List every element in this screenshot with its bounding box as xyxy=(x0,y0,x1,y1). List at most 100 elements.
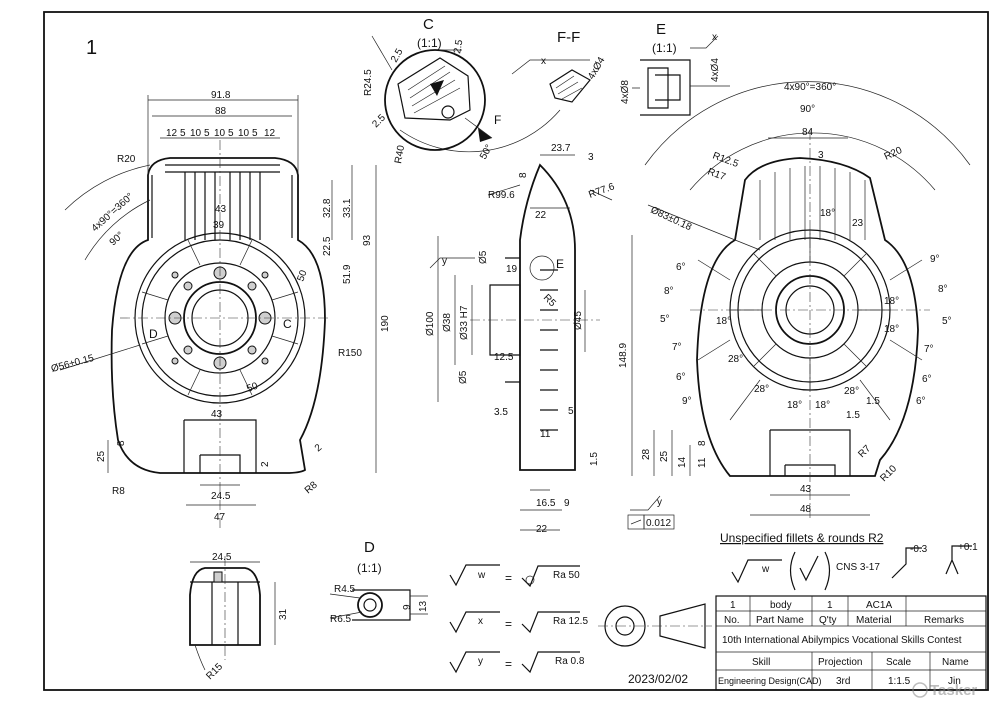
front-dim-7: 5 xyxy=(228,128,234,139)
rear-view: 4x90°=360° 90° 84 3 R12.5 R17 R20 Ø83±0.… xyxy=(618,81,971,520)
detail-d-scale: (1:1) xyxy=(357,561,382,575)
detail-c-view: C (1:1) 2.5 2.5 R24.5 2.5 R40 F 50° xyxy=(363,16,561,165)
rear-dim-21: 28° xyxy=(844,386,859,397)
front-dim-23: 50 xyxy=(245,381,260,395)
rear-dim-3: 3 xyxy=(818,150,824,161)
rear-dim-12: 5° xyxy=(660,314,670,325)
tb-contest: 10th International Abilympics Vocational… xyxy=(722,635,962,646)
rear-dim-26: 8° xyxy=(938,284,948,295)
tb-header-scale: Scale xyxy=(886,657,911,668)
tb-scale: 1:1.5 xyxy=(888,676,911,687)
rear-dim-13: 7° xyxy=(672,342,682,353)
front-label-d: D xyxy=(149,327,158,341)
rear-dim-39: R7 xyxy=(856,443,873,460)
tb-header-part: Part Name xyxy=(756,615,804,626)
tb-header-material: Material xyxy=(856,615,892,626)
flatness-value: 0.012 xyxy=(646,518,671,529)
rear-dim-17: 28° xyxy=(728,354,743,365)
tb-row1-part: body xyxy=(770,600,792,611)
front-dim-10: 12 xyxy=(264,128,276,139)
svg-text:=: = xyxy=(505,657,512,671)
rear-dim-37: 43 xyxy=(800,484,812,495)
roughness-symbol-2: y xyxy=(478,656,483,667)
rear-dim-4: R12.5 xyxy=(711,150,740,170)
front-dim-6: 10 xyxy=(214,128,226,139)
fillet-note: Unspecified fillets & rounds R2 xyxy=(720,531,884,545)
front-dim-20: 93 xyxy=(362,234,373,246)
detail-c-dim-4: R40 xyxy=(393,144,407,164)
front-dim-8: 10 xyxy=(238,128,250,139)
detail-c-title: C xyxy=(423,16,434,33)
front-dim-11: R20 xyxy=(117,154,136,165)
rear-dim-24: 18° xyxy=(884,296,899,307)
side-dim-19: 11 xyxy=(540,429,551,440)
projection-symbol xyxy=(598,603,712,649)
front-dim-9: 5 xyxy=(252,128,258,139)
front-dim-17: 33.1 xyxy=(342,198,353,218)
front-dim-30: 25 xyxy=(96,450,107,462)
general-surface-symbol: w xyxy=(761,564,770,575)
roughness-symbol-0: w xyxy=(477,570,486,581)
front-dim-13: 90° xyxy=(108,230,127,248)
rear-dim-14: 6° xyxy=(676,372,686,383)
tb-projection: 3rd xyxy=(836,676,850,687)
front-dim-25: Ø56±0.15 xyxy=(50,353,96,375)
front-dim-32: 24.5 xyxy=(211,491,231,502)
rear-dim-9: 23 xyxy=(852,218,864,229)
rear-dim-16: 18° xyxy=(716,316,731,327)
front-view: 91.8 88 12 5 10 5 10 5 10 5 12 R20 4x90°… xyxy=(50,90,391,530)
rear-dim-29: 6° xyxy=(922,374,932,385)
section-ff-dim-0: x xyxy=(541,56,546,67)
front-label-c: C xyxy=(283,317,292,331)
side-dim-17: 3.5 xyxy=(494,407,508,418)
side-view: 23.7 3 8 R99.6 R77.6 22 y Ø5 19 E R5 Ø10… xyxy=(425,143,617,535)
front-dim-24: R150 xyxy=(338,348,362,359)
tb-skill: Engineering Design(CAD) xyxy=(718,676,822,686)
rear-dim-22: 1.5 xyxy=(846,410,860,421)
detail-d-title: D xyxy=(364,539,375,556)
front-dim-35: R8 xyxy=(303,479,320,496)
detail-c-scale: (1:1) xyxy=(417,36,442,50)
rear-dim-5: R17 xyxy=(706,166,727,183)
side-dim-1: 3 xyxy=(588,152,594,163)
rear-dim-8: 18° xyxy=(820,208,835,219)
side-dim-2: 8 xyxy=(518,172,529,178)
detail-c-dim-2: R24.5 xyxy=(363,69,374,96)
section-ff-title: F-F xyxy=(557,29,580,46)
rear-dim-27: 5° xyxy=(942,316,952,327)
front-dim-2: 12 xyxy=(166,128,178,139)
front-dim-19: 51.9 xyxy=(342,264,353,284)
roughness-x: x = Ra 12.5 xyxy=(449,611,588,634)
roughness-ra-1: Ra 12.5 xyxy=(553,616,588,627)
detail-c-label-f: F xyxy=(494,113,501,127)
tb-row1-no: 1 xyxy=(730,600,736,611)
tb-header-no: No. xyxy=(724,615,740,626)
rear-dim-0: 4x90°=360° xyxy=(784,82,836,93)
bottom-dim-1: 31 xyxy=(278,608,289,620)
side-dim-23: 22 xyxy=(536,524,548,535)
side-dim-20: 1.5 xyxy=(589,452,600,466)
section-ff-view: F-F x 4xØ4 xyxy=(511,29,608,103)
rear-dim-38: 48 xyxy=(800,504,812,515)
side-dim-21: 16.5 xyxy=(536,498,556,509)
bottom-view: 24.5 31 R15 xyxy=(189,552,289,682)
tolerance-minus: -0.3 xyxy=(910,544,928,555)
general-notes: Unspecified fillets & rounds R2 w CNS 3-… xyxy=(720,531,978,591)
front-dim-36: 2 xyxy=(313,442,325,454)
rear-dim-28: 7° xyxy=(924,344,934,355)
front-dim-21: 190 xyxy=(380,315,391,332)
detail-c-dim-1: 2.5 xyxy=(452,38,465,54)
bottom-dim-0: 24.5 xyxy=(212,552,232,563)
rear-dim-41: 9° xyxy=(930,254,940,265)
front-dim-16: 32.8 xyxy=(322,198,333,218)
rear-dim-20: 18° xyxy=(815,400,830,411)
front-dim-1: 88 xyxy=(215,106,227,117)
tolerance-plus: +0.1 xyxy=(958,542,978,553)
rear-dim-40: R10 xyxy=(878,463,899,484)
cns-standard: CNS 3-17 xyxy=(836,562,880,573)
svg-text:=: = xyxy=(505,617,512,631)
side-dim-10: R5 xyxy=(541,292,558,309)
watermark-text: Tasker xyxy=(930,682,977,699)
